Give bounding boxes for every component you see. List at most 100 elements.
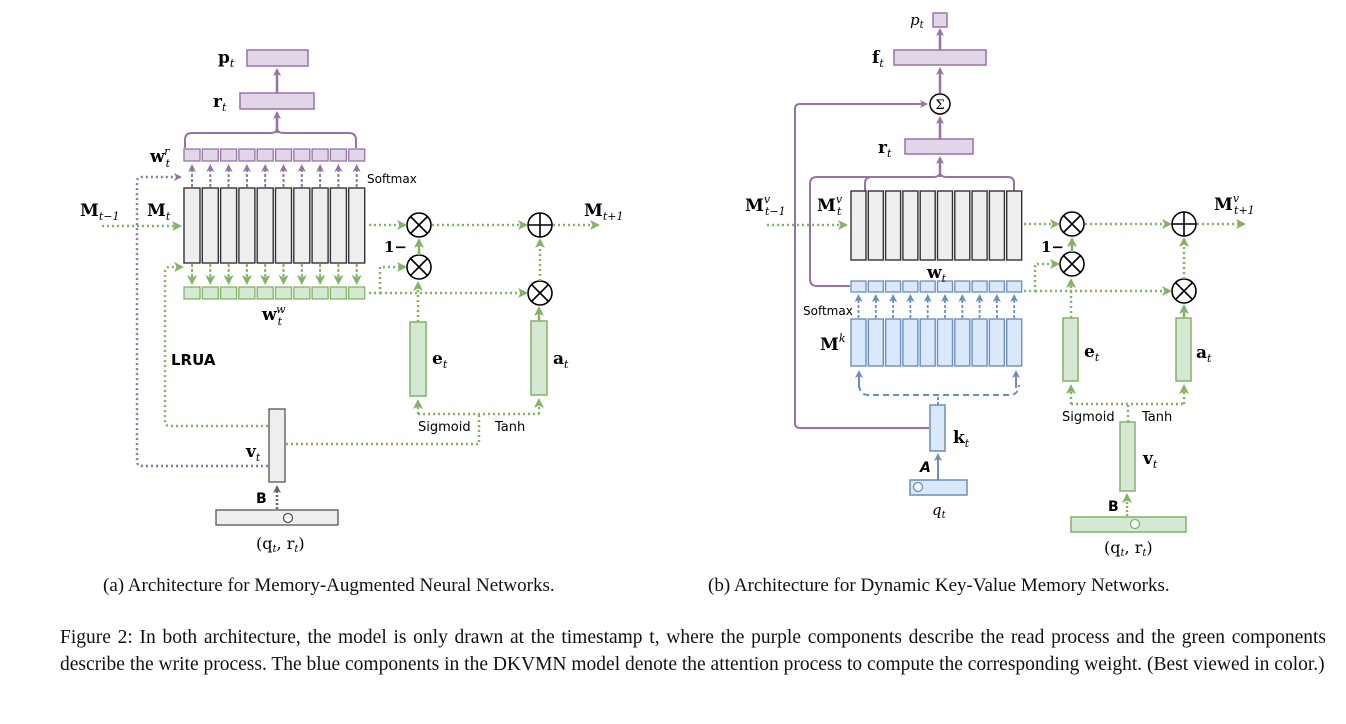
multiply-op-3 [1171,278,1197,304]
key-memory-slot [936,318,954,367]
add-op [527,212,553,238]
label-tanh: Tanh [494,420,525,435]
one-hot-marker [1129,518,1141,530]
write-weight-cell [201,286,219,300]
attention-weight-cell [867,280,884,293]
sum-symbol: Σ [935,98,944,113]
label-m-next: Mt+1 [584,201,623,223]
label-input: (qt, rt) [1104,538,1153,559]
caption-b: (b) Architecture for Dynamic Key-Value M… [708,575,1170,596]
label-b: B [1108,499,1119,515]
erase-vector-box [409,321,427,397]
memory-slot [183,187,201,264]
value-memory-slot [1006,190,1023,261]
label-k: kt [953,428,970,450]
write-weight-cell [348,286,366,300]
read-weight-cell [274,148,293,162]
label-softmax: Softmax [803,304,853,318]
write-weight-cell [183,286,201,300]
read-weight-cells [183,148,366,187]
value-memory-slot [988,190,1006,261]
one-hot-marker [912,481,924,493]
write-weight-cell [274,286,293,300]
label-lrua: LRUA [171,351,216,369]
read-weight-cell [293,148,311,162]
label-p: pt [218,48,235,70]
label-tanh: Tanh [1141,410,1172,425]
read-weight-cell [256,148,274,162]
memory-slot [238,187,256,264]
label-a: at [553,349,569,371]
weight-to-brace-path [809,176,872,287]
label-r: rt [213,92,227,114]
multiply-op-3 [527,280,553,306]
figure-caption: Figure 2: In both architecture, the mode… [60,627,1326,675]
label-m-curr: Mt [147,201,171,223]
read-weight-cell [348,148,366,162]
key-memory-slot [902,318,919,367]
write-weight-cell [329,286,348,300]
label-p: pt [910,11,925,31]
lrua-write-path [163,262,268,428]
label-v: vt [1142,449,1158,471]
input-box [215,509,339,526]
read-vector-box [239,92,315,110]
attention-weight-cell [884,280,902,293]
value-memory-slot [867,190,884,261]
write-weight-cell [219,286,238,300]
key-memory-slot [919,318,936,367]
output-p-box [932,12,948,28]
read-weight-cell [311,148,329,162]
key-memory-slot [884,318,902,367]
label-w-write: wtw [261,303,286,328]
label-e: et [432,349,448,371]
read-weight-cell [238,148,256,162]
label-sigmoid: Sigmoid [418,420,471,435]
attention-weight-cell [971,280,988,293]
input-box [1070,516,1187,533]
figure-canvas: pt rt wtr Softmax Mt−1 Mt LRUA [80,11,1255,559]
label-a: at [1196,343,1212,365]
attention-weight-cells [850,280,1023,318]
label-mk: Mk [820,332,846,355]
value-memory-slot [919,190,936,261]
label-w-read: wtr [149,145,171,170]
key-to-sum-path [794,100,929,429]
label-one-minus: 1− [1041,238,1064,256]
value-memory-matrix [850,190,1023,261]
ww-to-mult2-arrow [369,262,407,295]
caption-a: (a) Architecture for Memory-Augmented Ne… [103,575,555,596]
output-p-box [246,49,309,67]
multiply-op-1 [406,212,432,238]
write-weight-cell [311,286,329,300]
erase-vector-box [1062,317,1079,382]
memory-slot [219,187,238,264]
add-vector-box [530,320,548,396]
label-m-prev: Mt−1 [80,201,119,223]
key-memory-slot [850,318,867,367]
write-weight-cell [256,286,274,300]
label-one-minus: 1− [384,238,407,256]
value-memory-slot [902,190,919,261]
value-memory-slot [971,190,988,261]
attention-weight-cell [850,280,867,293]
attention-weight-cell [954,280,971,293]
key-memory-slot [954,318,971,367]
key-vector-box [929,404,946,452]
label-w: wt [926,263,947,285]
memory-slot [256,187,274,264]
label-e: et [1084,342,1100,364]
attention-weight-cell [902,280,919,293]
attention-weight-cell [919,280,936,293]
value-vector-box [268,408,286,483]
label-a-embed: A [919,460,931,476]
label-f: ft [872,48,884,70]
value-memory-slot [954,190,971,261]
add-op [1171,211,1197,237]
label-r: rt [878,138,892,160]
w-to-mult2-arrow [1024,259,1060,293]
label-q: qt [932,501,947,521]
